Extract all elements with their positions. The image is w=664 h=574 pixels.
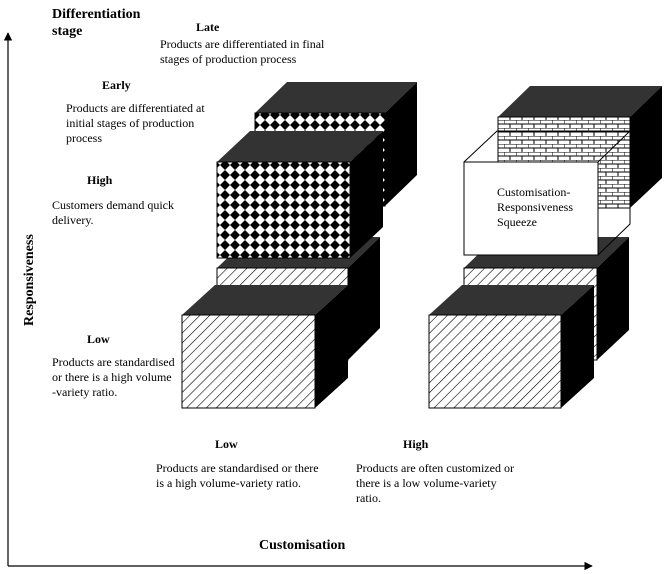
differentiation-stage-title: Differentiation stage	[52, 7, 141, 39]
x-axis-label: Customisation	[259, 538, 346, 553]
squeeze-label: Customisation- Responsiveness Squeeze	[497, 185, 573, 229]
late-label: Late	[196, 20, 220, 34]
late-desc: Products are differentiated in final sta…	[160, 37, 325, 66]
early-label: Early	[102, 78, 131, 92]
cube-left-front-low	[181, 285, 348, 409]
responsiveness-low-desc: Products are standardised or there is a …	[52, 355, 175, 399]
cube-left-early	[216, 131, 383, 259]
customisation-low-desc: Products are standardised or there is a …	[156, 461, 319, 490]
customisation-low-label: Low	[215, 437, 238, 451]
customisation-high-desc: Products are often customized or there i…	[356, 461, 514, 505]
responsiveness-low-label: Low	[87, 332, 110, 346]
responsiveness-high-desc: Customers demand quick delivery.	[52, 198, 174, 227]
squeeze-box	[463, 130, 631, 256]
y-axis-label: Responsiveness	[22, 234, 37, 326]
responsiveness-high-label: High	[87, 173, 113, 187]
cube-right-front-low	[428, 285, 594, 409]
early-desc: Products are differentiated at initial s…	[66, 101, 205, 145]
customisation-high-label: High	[403, 437, 429, 451]
